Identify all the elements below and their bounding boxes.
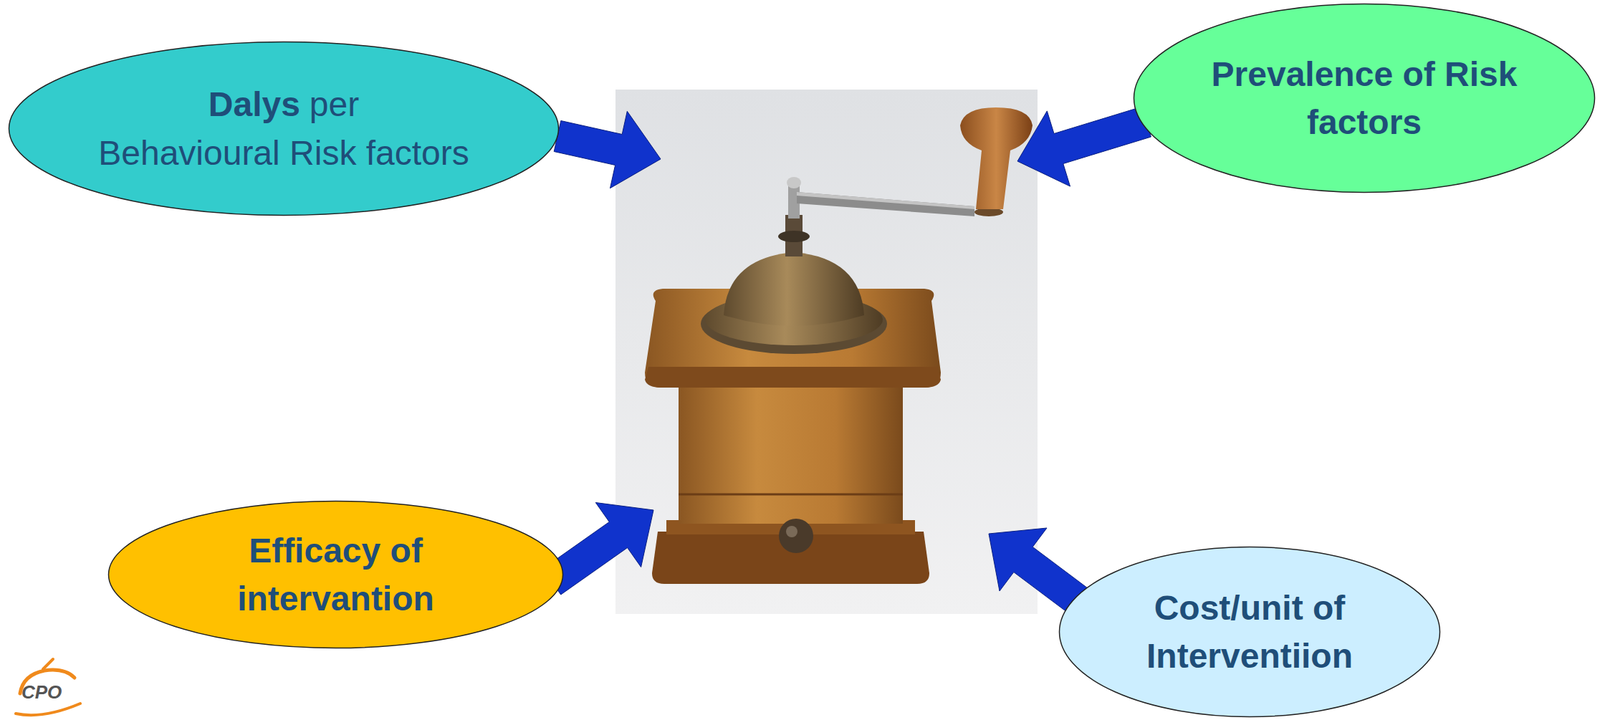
ellipse-node: Prevalence of Risk factors	[1132, 2, 1596, 194]
text-line: Cost/unit of Interventiion	[1106, 583, 1393, 680]
node-label: Cost/unit of Interventiion	[1146, 588, 1353, 675]
logo-text: CPO	[21, 682, 62, 703]
node-label: per	[309, 85, 359, 124]
block-arrow	[1017, 106, 1151, 187]
ellipse-node: Cost/unit of Interventiion	[1058, 545, 1441, 718]
node-text: Prevalence of Risk factors	[1210, 50, 1519, 147]
node-label: Behavioural Risk factors	[98, 133, 470, 172]
ellipse-outline	[1058, 545, 1441, 718]
ellipse-node: Efficacy of intervantion	[107, 500, 564, 650]
ellipse-outline	[1132, 2, 1596, 194]
text-line: Prevalence of Risk factors	[1210, 50, 1519, 147]
node-text: DalysperBehavioural Risk factors	[98, 80, 470, 177]
ellipse-node: DalysperBehavioural Risk factors	[7, 40, 560, 217]
node-label: Prevalence of Risk factors	[1211, 55, 1518, 142]
text-line: Dalysper	[98, 80, 470, 129]
text-line: Behavioural Risk factors	[98, 128, 470, 177]
ellipse-outline	[7, 40, 560, 217]
ellipse-outline	[107, 500, 564, 650]
text-line: Efficacy of intervantion	[192, 526, 480, 623]
block-arrow	[553, 111, 661, 188]
node-text: Cost/unit of Interventiion	[1106, 583, 1393, 680]
node-label: Dalys	[208, 85, 301, 124]
node-text: Efficacy of intervantion	[192, 526, 480, 623]
node-label: Efficacy of intervantion	[237, 531, 435, 618]
